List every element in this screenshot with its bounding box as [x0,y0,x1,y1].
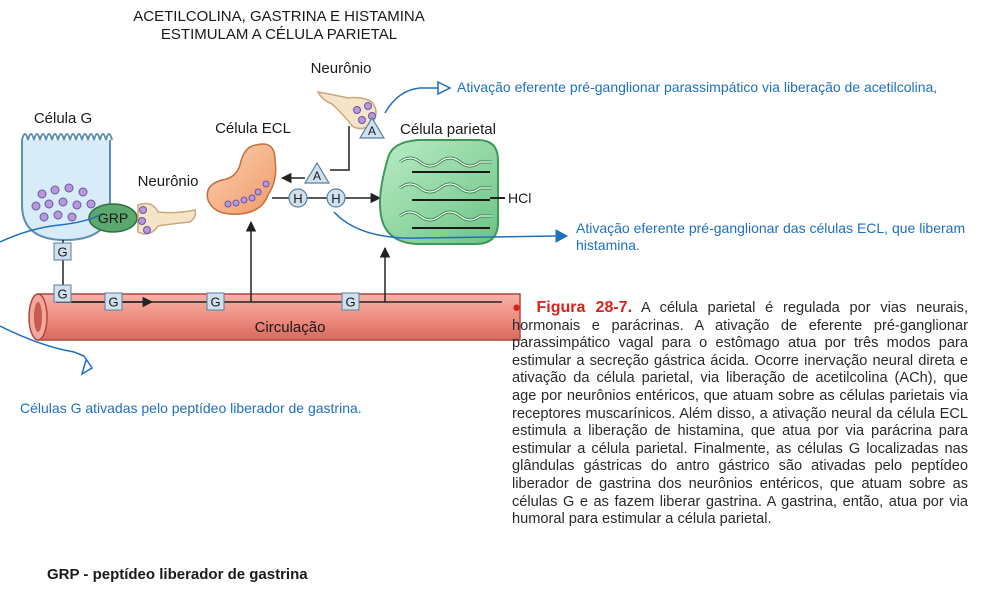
title-line-2: ESTIMULAM A CÉLULA PARIETAL [161,26,397,43]
caption-figure-label: Figura 28-7. [536,299,633,316]
svg-text:H: H [293,191,302,206]
ecl-cell [206,143,277,215]
neuron-left-label: Neurônio [138,173,199,190]
neuron-top-to-ach [330,126,350,171]
annotation-stroke-grp [0,214,101,243]
annotation-arrowhead-parasympathetic [437,80,452,96]
annotation-stroke-g-cells [0,325,85,357]
svg-text:G: G [57,287,67,302]
ach-triangle-top: A [358,116,386,139]
svg-text:A: A [368,124,376,138]
gastrin-box-3: G [104,292,123,311]
ecl-cell-label: Célula ECL [215,120,291,137]
figure-caption: ● Figura 28-7. A célula parietal é regul… [512,299,968,529]
grp-bubble [88,203,138,233]
grp-label: GRP [98,210,128,226]
svg-text:H: H [331,191,340,206]
annotation-arrowhead-ecl [555,229,569,243]
g-cell [21,133,113,242]
histamine-circle-2: H [326,188,346,208]
svg-text:G: G [210,295,220,310]
annotation-g-cells: Células G ativadas pelo peptídeo liberad… [20,400,362,416]
annotation-stroke-parasympathetic [384,87,440,114]
annotation-stroke-ecl [333,211,557,239]
parietal-cell [379,139,499,245]
caption-bullet-icon: ● [512,299,527,316]
annotation-parasympathetic: Ativação eferente pré-ganglionar parassi… [457,79,938,95]
svg-text:G: G [345,295,355,310]
annotation-ecl: Ativação eferente pré-ganglionar das cél… [576,220,966,253]
title-line-1: ACETILCOLINA, GASTRINA E HISTAMINA [133,8,424,25]
svg-text:A: A [313,169,321,183]
histamine-circle-1: H [288,188,308,208]
gastrin-box-1: G [53,242,72,261]
gastrin-box-5: G [341,292,360,311]
annotation-hook-g-cells [80,355,94,376]
ach-triangle-mid: A [303,161,331,184]
grp-footnote: GRP - peptídeo liberador de gastrina [47,566,308,583]
caption-text: A célula parietal é regulada por vias ne… [512,300,969,528]
svg-text:G: G [108,295,118,310]
parietal-cell-label: Célula parietal [400,121,496,138]
hcl-label: HCl [508,190,531,206]
g-cell-label: Célula G [34,110,92,127]
neuron-top-label: Neurônio [311,60,372,77]
gastrin-box-2: G [53,284,72,303]
circulation-label: Circulação [255,319,326,336]
gastrin-box-4: G [206,292,225,311]
svg-text:G: G [57,245,67,260]
neuron-top [316,91,377,130]
neuron-left [137,202,197,235]
